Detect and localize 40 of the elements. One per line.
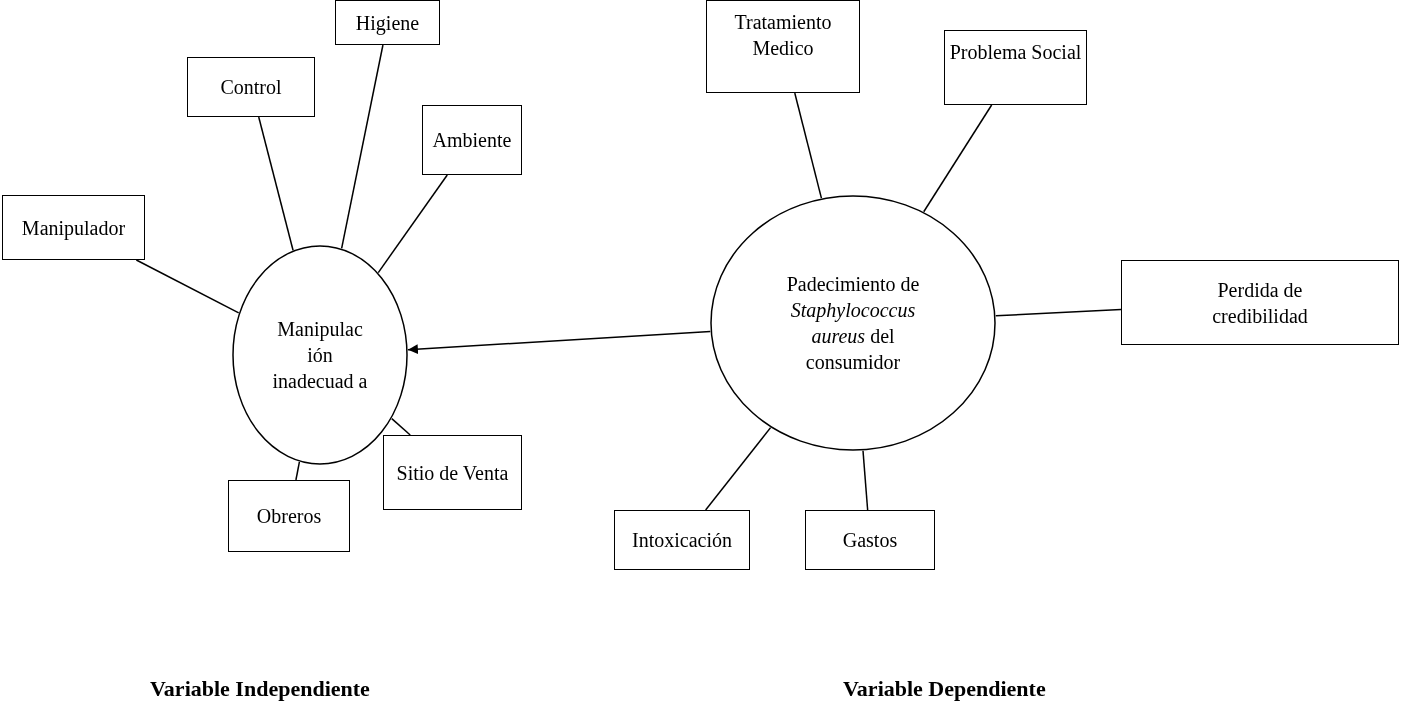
concept-box (228, 480, 350, 552)
node-text: Obreros (256, 504, 322, 529)
connector-line (391, 417, 411, 436)
node-text: Perdida de credibilidad (1211, 277, 1309, 329)
concept-box (706, 0, 860, 93)
connector-line (295, 461, 301, 481)
node-text: Intoxicación (632, 528, 732, 553)
concept-box (1121, 260, 1399, 345)
ellipse-node (232, 245, 408, 465)
connector-line (377, 174, 448, 274)
node-text: Problema Social (949, 40, 1082, 65)
connector-line (995, 308, 1122, 317)
concept-box (187, 57, 315, 117)
concept-box (383, 435, 522, 510)
concept-box (944, 30, 1087, 105)
arrow (407, 330, 712, 355)
concept-box (2, 195, 145, 260)
node-text: Gastos (842, 528, 898, 553)
node-text: Sitio de Venta (396, 460, 509, 486)
node-text: Ambiente (432, 128, 512, 153)
node-text: Control (220, 75, 282, 100)
section-label: Variable Dependiente (843, 676, 1046, 702)
node-text: Tratamiento Medico (733, 10, 833, 61)
node-text: Manipulac ión inadecuad a (271, 317, 369, 394)
connector-line (862, 449, 869, 511)
concept-box (335, 0, 440, 45)
connector-line (257, 116, 294, 252)
section-label: Variable Independiente (150, 676, 370, 702)
node-text: Manipulador (21, 215, 126, 241)
concept-box (805, 510, 935, 570)
concept-box (422, 105, 522, 175)
concept-box (614, 510, 750, 570)
connector-line (794, 92, 823, 199)
connector-line (704, 426, 772, 511)
connector-line (135, 259, 240, 314)
node-text: Higiene (355, 10, 420, 36)
connector-line (923, 104, 993, 213)
node-text: Padecimiento de Staphylococcus aureus del consumidor (785, 272, 921, 375)
connector-line (340, 44, 384, 250)
ellipse-node (710, 195, 996, 451)
